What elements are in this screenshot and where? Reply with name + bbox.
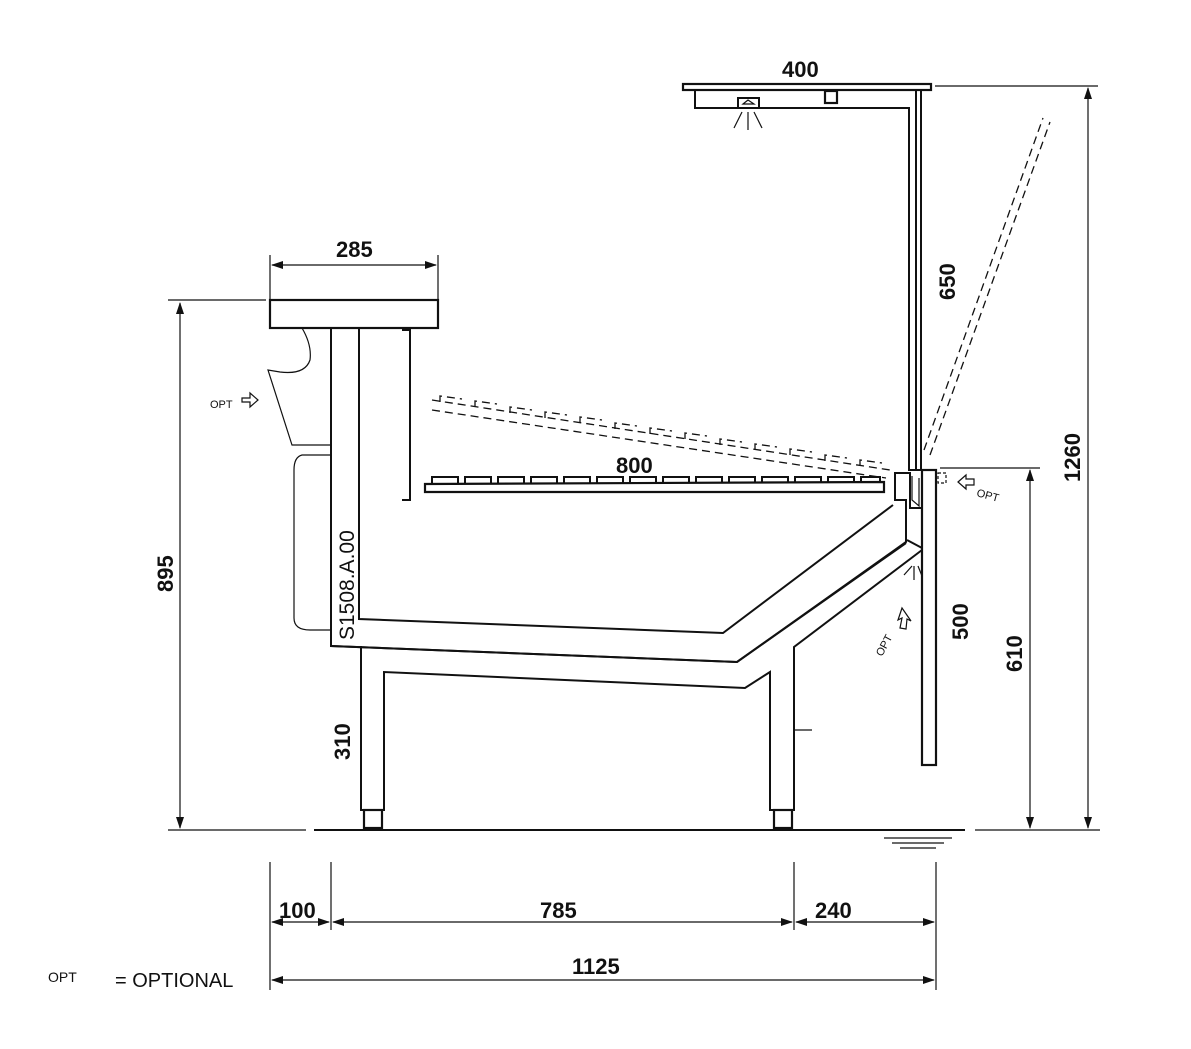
tilted-tray-option xyxy=(431,399,891,479)
dim-canopy-height: 650 xyxy=(935,263,960,300)
dim-shelf-width: 285 xyxy=(336,237,373,262)
cabinet-body xyxy=(267,298,938,830)
front-light-icon xyxy=(903,565,923,580)
drawing-code: S1508.A.00 xyxy=(336,530,359,640)
dim-tray-length: 800 xyxy=(616,453,653,478)
dim-leg-height: 310 xyxy=(330,723,355,760)
opt-marker-lower: OPT xyxy=(874,606,912,659)
dim-total-height: 1260 xyxy=(1060,433,1085,482)
rear-foot xyxy=(362,808,384,830)
rear-shelf-slab xyxy=(268,298,440,330)
svg-text:OPT: OPT xyxy=(874,633,895,659)
front-foot xyxy=(772,808,794,830)
dim-front-depth: 240 xyxy=(815,898,852,923)
front-panel xyxy=(920,468,938,767)
dim-rear-offset: 100 xyxy=(279,898,316,923)
opt-marker-rear: OPT xyxy=(210,391,259,411)
floor-line xyxy=(314,829,965,849)
dim-front-height: 500 xyxy=(948,603,973,640)
dim-glass-base-height: 610 xyxy=(1002,635,1027,672)
svg-text:OPT: OPT xyxy=(975,487,1000,505)
canopy xyxy=(681,82,1051,580)
rear-cover-upper xyxy=(267,327,331,446)
tray-cups xyxy=(431,476,881,483)
legend: OPT = OPTIONAL xyxy=(48,969,233,992)
dim-counter-height: 895 xyxy=(153,555,178,592)
dim-canopy-width: 400 xyxy=(782,57,819,82)
legend-text: = OPTIONAL xyxy=(115,970,233,992)
opt-marker-front: OPT xyxy=(957,473,1000,505)
glass-open-position xyxy=(923,117,1051,456)
dim-body-depth: 785 xyxy=(540,898,577,923)
legend-key: OPT xyxy=(48,969,77,985)
body-outer-shell xyxy=(330,328,923,664)
canopy-light-icon xyxy=(733,111,763,130)
product-tray xyxy=(423,480,886,494)
dim-total-depth: 1125 xyxy=(572,954,620,979)
svg-text:OPT: OPT xyxy=(210,399,233,411)
rear-cover-lower xyxy=(293,454,331,631)
dimension-lines xyxy=(168,85,1100,990)
